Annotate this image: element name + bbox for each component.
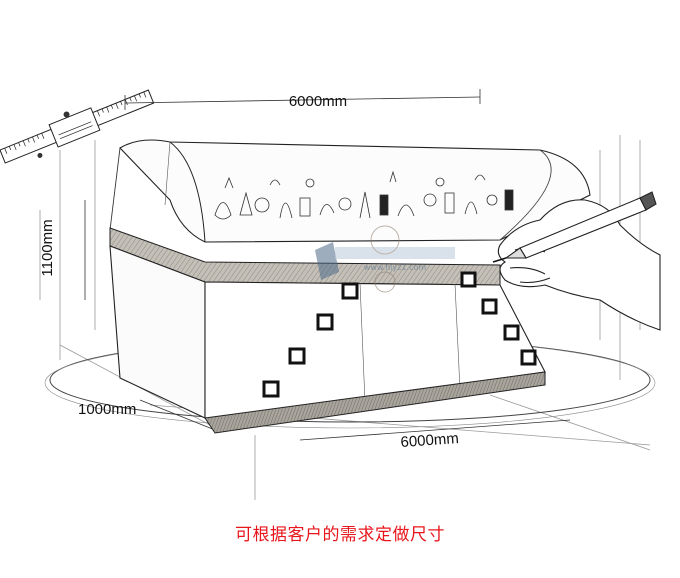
square-cutouts	[262, 271, 537, 398]
dimension-height: 1100mm	[39, 219, 56, 276]
dimension-top-width: 6000mm	[289, 93, 347, 110]
jewelry-items	[214, 170, 514, 220]
glass-dome	[109, 139, 591, 243]
dimension-lines	[84, 89, 571, 441]
watermark-url: www.hiyz1.com	[364, 263, 427, 272]
dimension-depth: 1000mm	[78, 401, 136, 418]
custom-size-caption: 可根据客户的需求定做尺寸	[235, 525, 445, 545]
bottom-band	[204, 371, 546, 434]
dimension-bottom-width: 6000mm	[400, 430, 459, 451]
ruler-tool	[0, 89, 155, 164]
watermark-emblem: www.hiyz1.com	[315, 225, 455, 293]
hand-with-pencil-sketch	[492, 191, 661, 331]
